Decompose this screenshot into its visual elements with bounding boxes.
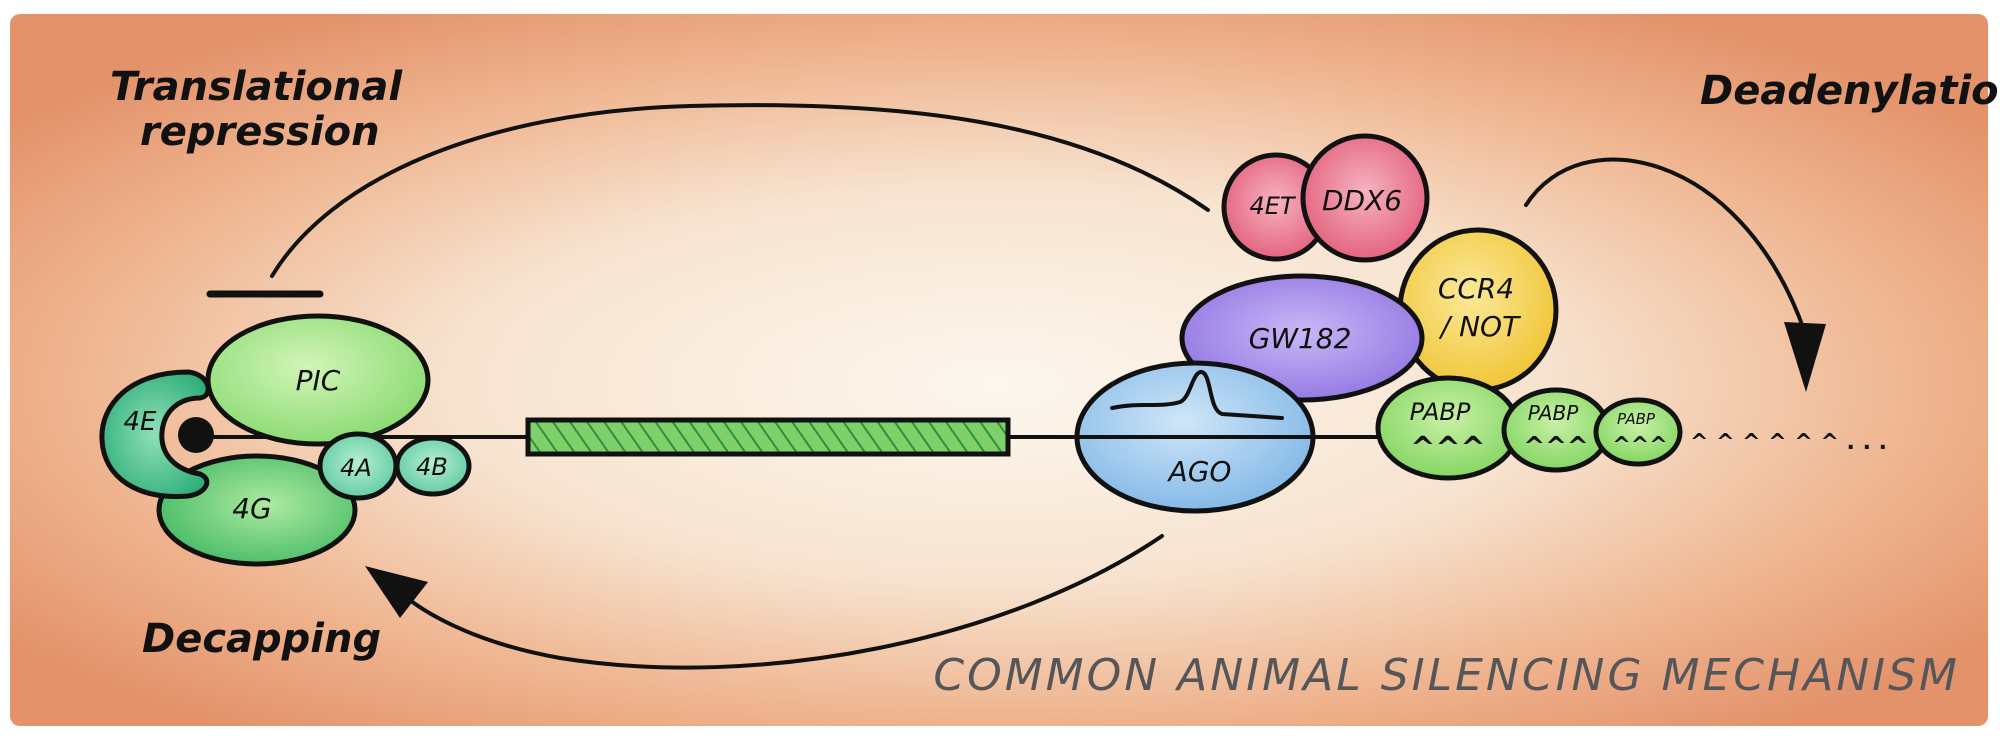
factor-4g-label: 4G (232, 492, 272, 525)
ccr4-label-line2: / NOT (1438, 310, 1521, 343)
repression-arc (206, 103, 1210, 298)
pabp-2-label: PABP (1528, 401, 1579, 425)
factor-4e-shape (99, 369, 211, 499)
poly-a-marks-2: ^^^ (1523, 432, 1588, 462)
decapping-arrowhead (365, 566, 428, 618)
mrna-strand (190, 417, 1385, 457)
ccr4-label-line1: CCR4 (1438, 272, 1514, 305)
gw182-label: GW182 (1249, 322, 1352, 355)
initiation-complex: 4G PIC 4A 4B 4E (99, 313, 472, 567)
heading-decapping: Decapping (142, 616, 381, 662)
factor-4a-label: 4A (340, 454, 372, 482)
pabp-3-shape (1593, 397, 1683, 467)
deadenylation-arrowhead (1784, 322, 1826, 392)
heading-translational-line1: Translational (110, 64, 403, 110)
footer-title: COMMON ANIMAL SILENCING MECHANISM (933, 650, 1960, 701)
poly-a-marks-3: ^^^ (1612, 433, 1667, 458)
coding-region (525, 417, 1011, 457)
deadenylation-arrow (1524, 157, 1826, 392)
pic-label: PIC (296, 364, 341, 397)
pabp-3-label: PABP (1617, 410, 1656, 428)
pabp-1-label: PABP (1410, 398, 1471, 426)
four-et-label: 4ET (1249, 192, 1296, 220)
ago-label: AGO (1167, 455, 1232, 488)
poly-a-tail-marks: ^ ^ ^ ^ ^ ^ . . . (1690, 430, 1887, 455)
pabp-group: PABP ^^^ PABP ^^^ PABP ^^^ ^ ^ ^ ^ ^ ^ .… (1375, 375, 1887, 481)
factor-4b-label: 4B (416, 453, 448, 481)
pic-shape (205, 313, 431, 447)
factor-4e-label: 4E (124, 407, 158, 437)
ddx6-label: DDX6 (1322, 184, 1402, 217)
cap-icon (178, 417, 214, 453)
heading-translational-line2: repression (140, 109, 380, 155)
mirna-strand (1110, 370, 1284, 420)
silencing-complex: 4ET DDX6 CCR4 / NOT GW182 AGO (1074, 133, 1559, 514)
heading-deadenylation: Deadenylation (1700, 68, 2000, 114)
poly-a-marks-1: ^^^ (1410, 431, 1485, 466)
decapping-arrow (365, 534, 1164, 670)
ddx6-shape (1300, 133, 1430, 263)
factor-4b-shape (394, 435, 472, 497)
